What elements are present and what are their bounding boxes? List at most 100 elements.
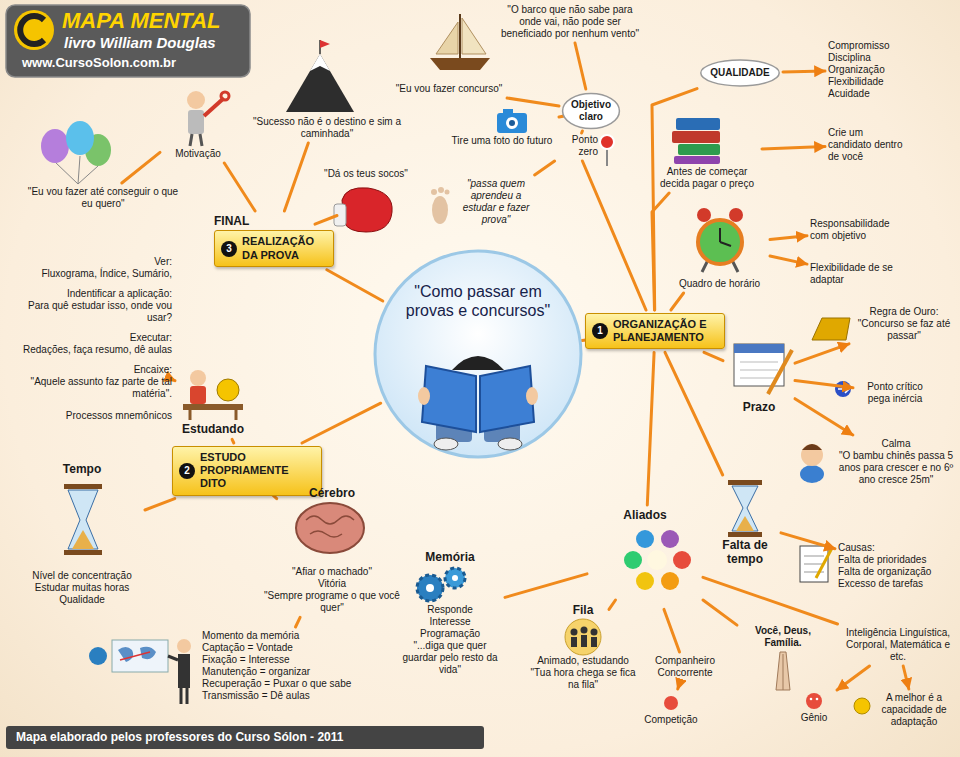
branch-node: 1 ORGANIZAÇÃO E PLANEJAMENTO	[585, 313, 725, 349]
node-text: "...diga que quer guardar pelo resto da …	[398, 640, 502, 676]
gold-bar-icon	[812, 318, 850, 340]
node-text: Estudar muitas horas	[22, 582, 142, 594]
topic-node: "Sucesso não é o destino e sim a caminha…	[252, 40, 402, 140]
balloons-icon	[41, 121, 111, 184]
topic-node: Ver:Fluxograma, Índice, Sumário, Indentif…	[6, 256, 172, 422]
node-text: Gênio	[794, 712, 834, 724]
topic-node: CompromissoDisciplinaOrganizaçãoFlexibil…	[828, 40, 908, 100]
node-text: Recuperação = Puxar o que sabe	[202, 678, 352, 690]
topic-node: A melhor é a capacidade de adaptação	[872, 692, 956, 728]
node-text: Redações, faça resumo, dê aulas	[6, 344, 172, 356]
topic-node: Inteligência Linguística, Corporal, Mate…	[838, 627, 958, 663]
topic-node: Falta de tempo	[712, 478, 778, 567]
world-map-teacher-icon	[89, 639, 191, 704]
node-text: Ver:	[6, 256, 172, 268]
node-text: Ponto crítico pega inércia	[856, 381, 934, 405]
node-text: Processos mnemônicos	[6, 410, 172, 422]
topic-node: "O barco que não sabe para onde vai, não…	[495, 4, 645, 40]
topic-node: "Eu vou fazer concurso"	[385, 83, 513, 95]
branch-connector	[762, 147, 825, 149]
node-text: Falta de organização	[838, 566, 950, 578]
topic-heading: Fila	[525, 603, 641, 617]
calm-man-icon	[800, 444, 824, 483]
shape-node: QUALIDADE	[700, 59, 780, 87]
topic-node: Você, Deus, Família.	[740, 625, 826, 693]
shape-node: Objetivo claro	[562, 92, 620, 130]
topic-node: Motivação	[163, 84, 233, 160]
hourglass-icon	[64, 484, 102, 555]
topic-node: Responsabilidade com objetivo	[810, 218, 910, 242]
brain-icon	[296, 503, 364, 553]
topic-node: Crie um candidato dentro de você	[828, 127, 906, 163]
map-title: MAPA MENTAL	[62, 8, 220, 34]
caption-text: Mapa elaborado pelos professores do Curs…	[16, 730, 343, 744]
node-text: Antes de começar decida pagar o preço	[655, 166, 759, 190]
motivation-icon	[187, 91, 229, 146]
node-text: "Como passar em provas e concursos"	[390, 282, 566, 320]
node-text: Compromisso	[828, 40, 908, 52]
center-circle	[372, 248, 584, 460]
alarm-clock-icon	[697, 208, 743, 272]
node-text: Indentificar a aplicação:	[6, 288, 172, 300]
node-text: Calma	[836, 438, 956, 450]
node-text: Executar:	[6, 332, 172, 344]
boat-icon	[430, 14, 490, 70]
node-text: Regra de Ouro:	[852, 306, 956, 318]
node-text: Objetivo claro	[562, 99, 620, 123]
topic-node: Ponto crítico pega inércia	[856, 381, 934, 405]
branch-node: FINAL3REALIZAÇÃO DA PROVA	[214, 214, 334, 267]
branch-box: 3REALIZAÇÃO DA PROVA	[214, 230, 334, 266]
branch-connector	[783, 71, 825, 72]
node-text: Aliados	[590, 508, 700, 522]
branch-connector	[609, 600, 616, 609]
topic-node: Calma"O bambu chinês passa 5 anos para c…	[836, 438, 956, 486]
node-text: "Sempre programe o que você quer"	[262, 590, 402, 614]
node-text: Fluxograma, Índice, Sumário,	[6, 268, 172, 280]
topic-node: Momento da memóriaCaptação = VontadeFixa…	[202, 630, 352, 702]
node-text: Você, Deus, Família.	[740, 625, 826, 649]
boxing-glove-icon	[334, 188, 392, 232]
branch-connector	[664, 609, 680, 652]
branch-title: ESTUDO PROPRIAMENTE DITO	[200, 451, 315, 491]
callout-number: 1	[592, 323, 608, 339]
topic-node: "Eu vou fazer até conseguir o que eu que…	[22, 186, 184, 210]
node-text: A melhor é a capacidade de adaptação	[872, 692, 956, 728]
node-text: Estudando	[176, 422, 250, 436]
topic-node: Flexibilidade de se adaptar	[810, 262, 895, 286]
node-text: Nível de concentração	[22, 570, 142, 582]
branch-connector	[302, 403, 381, 443]
mountain-icon	[286, 40, 354, 112]
branch-connector	[647, 352, 654, 505]
topic-node: Ponto zero	[554, 134, 598, 158]
topic-node: Prazo	[726, 338, 792, 414]
node-text: Responde	[398, 604, 502, 616]
branch-connector	[795, 381, 853, 388]
branch-title: ORGANIZAÇÃO E PLANEJAMENTO	[613, 318, 718, 344]
topic-node: "passa quem aprendeu a estudar e fazer p…	[455, 178, 537, 226]
branch-connector	[795, 344, 849, 363]
branch-connector	[652, 89, 697, 310]
node-text: Programação	[398, 628, 502, 640]
branch-connector	[678, 682, 680, 689]
topic-node: Regra de Ouro:"Concurso se faz até passa…	[852, 306, 956, 342]
node-text: Encaixe:	[6, 364, 172, 376]
genius-icon	[806, 693, 822, 709]
gears-icon	[417, 568, 465, 601]
node-text: Captação = Vontade	[202, 642, 352, 654]
branch-connector	[795, 399, 853, 435]
praying-hands-icon	[776, 652, 790, 690]
node-text: Falta de tempo	[712, 538, 778, 567]
node-text: "Concurso se faz até passar"	[852, 318, 956, 342]
arrow-circle-icon	[835, 381, 851, 397]
branch-connector	[837, 666, 870, 690]
logo-label: livro William Douglas	[64, 34, 216, 51]
topic-node: "Dá os teus socos"	[318, 168, 414, 240]
topic-node: TempoNível de concentraçãoEstudar muitas…	[22, 462, 142, 606]
branch-title: REALIZAÇÃO DA PROVA	[242, 235, 327, 261]
node-text: Responsabilidade com objetivo	[810, 218, 910, 242]
competition-icon	[664, 696, 678, 710]
node-text: "O barco que não sabe para onde vai, não…	[495, 4, 645, 40]
adaptation-icon	[854, 698, 870, 714]
camera-icon	[497, 109, 527, 133]
topic-node: Tire uma foto do futuro	[432, 108, 572, 147]
